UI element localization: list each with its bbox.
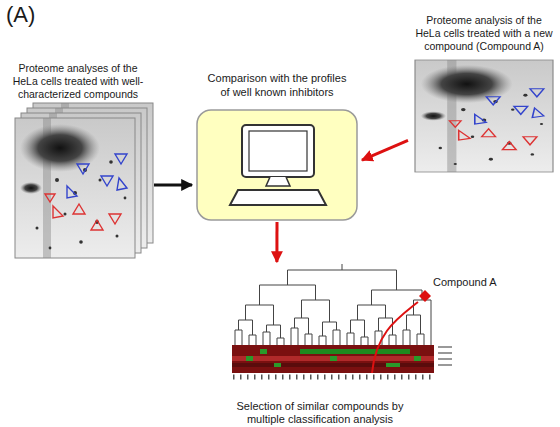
flow-arrow [275, 222, 278, 262]
heatmap-base [232, 345, 434, 373]
gel-stack [15, 103, 153, 258]
monitor [242, 125, 314, 177]
node-caption: Proteome analysis of the HeLa cells trea… [414, 14, 554, 53]
flow-arrow [154, 183, 192, 186]
flow-arrow [362, 140, 408, 160]
compound-marker [419, 290, 431, 302]
gel-image [15, 118, 135, 258]
computer-box [197, 110, 357, 220]
compound-pointer [372, 302, 418, 373]
dendrogram-node: Selection of similar compounds by multip… [180, 262, 460, 427]
gel-image-node: Proteome analysis of the HeLa cells trea… [408, 14, 560, 174]
heatmap-row [300, 349, 410, 354]
node-caption: Selection of similar compounds by multip… [228, 400, 413, 427]
compound-label: Compound A [433, 276, 497, 288]
dendrogram [235, 264, 431, 345]
computer-icon [230, 125, 326, 205]
column-ticks [233, 375, 432, 380]
gel-image [415, 60, 553, 172]
heatmap-row [232, 363, 434, 367]
screen [249, 131, 307, 171]
node-caption: Proteome analyses of the HeLa cells trea… [8, 62, 148, 101]
keyboard [230, 190, 326, 205]
monitor-stand [266, 177, 290, 186]
row-ticks [438, 347, 452, 365]
heatmap [232, 345, 434, 373]
panel-label: (A) [6, 3, 35, 27]
computer-node: Comparison with the profiles of well kno… [192, 72, 362, 222]
gel-stack-node: Proteome analyses of the HeLa cells trea… [2, 62, 154, 262]
heatmap-cells [246, 349, 421, 367]
heatmap-row [232, 356, 434, 361]
node-caption: Comparison with the profiles of well kno… [205, 72, 350, 100]
